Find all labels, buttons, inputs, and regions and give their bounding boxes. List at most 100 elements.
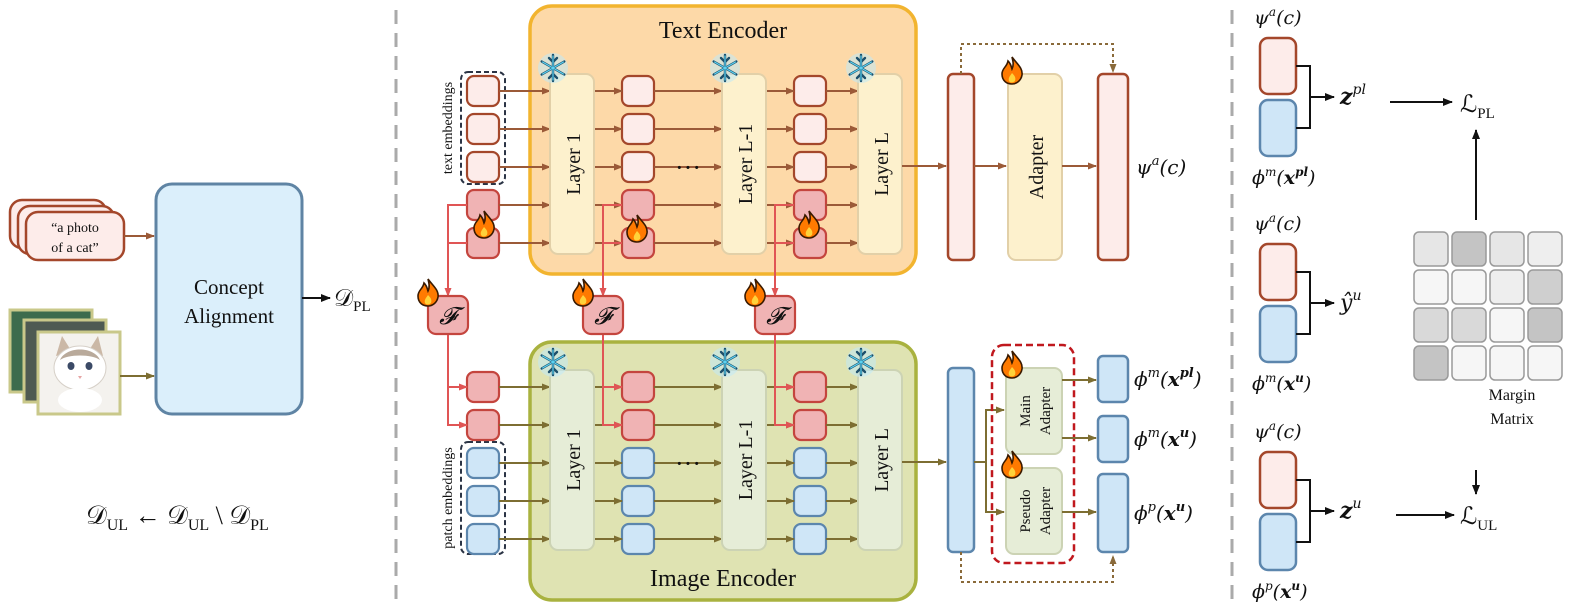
mid-pair-image-block: [1258, 304, 1298, 364]
image-token-c0-r4: [465, 522, 501, 556]
fusion-out-b-0: [447, 387, 468, 429]
text-adapter-trainable-icon: [1001, 56, 1023, 85]
text-layer-l-1-label: Layer L-1: [735, 124, 757, 205]
concept-line1: Concept: [194, 275, 264, 299]
image-feature-bar: [946, 366, 976, 554]
bottom-pair-image-block: [1258, 512, 1298, 572]
text-layer-l-1: Layer L-1: [721, 73, 767, 255]
image-layer-l-label: Layer L: [871, 428, 893, 492]
image-layer-l: Layer L: [857, 369, 903, 551]
norm-to-main-adapter-arrow: [974, 406, 1005, 463]
image-layer-1: Layer 1: [549, 369, 595, 551]
image-token-c1-r1: [620, 408, 656, 442]
concept-line2: Alignment: [184, 304, 274, 328]
fusion-module-1: [581, 294, 625, 336]
fusion-in-2: [771, 204, 794, 297]
main-adapter-trainable-icon: [1001, 350, 1023, 379]
text-token-c1-r0: [620, 74, 656, 108]
norm-to-pseudo-adapter-arrow: [985, 462, 1005, 516]
margin-cell-r2-c2: [1489, 307, 1525, 343]
top-pair-upper-label: ψa(c): [1254, 5, 1302, 29]
image-encoder-arrows: [499, 383, 859, 543]
text-token-c2-r0: [792, 74, 828, 108]
mid-pair-upper-label: ψa(c): [1254, 211, 1302, 235]
margin-cell-r3-c0: [1413, 345, 1449, 381]
top-pair-lower-label: ϕm(xpl): [1252, 165, 1315, 189]
phi-m-xpl-label: ϕm(xpl): [1134, 366, 1202, 391]
bottom-pair-upper-label: ψa(c): [1254, 419, 1302, 443]
mid-pair-lower-label: ϕm(xu): [1252, 371, 1311, 395]
text-token-c2-r1: [792, 112, 828, 146]
fusion-module-2: [753, 294, 797, 336]
image-token-c2-r0: [792, 370, 828, 404]
text-token-c0-r1: [465, 112, 501, 146]
margin-label-1: Margin: [1489, 387, 1536, 404]
bottom-pair-result: zu: [1339, 496, 1362, 524]
image-token-c0-r2: [465, 446, 501, 480]
fusion-module-0: [426, 294, 470, 336]
image-token-c0-r0: [465, 370, 501, 404]
text-layer-l-frozen-icon: [844, 51, 878, 85]
caption-line1: “a photo: [51, 221, 99, 236]
text-layer-l: Layer L: [857, 73, 903, 255]
d-pl-label: 𝒟PL: [334, 286, 371, 315]
margin-cell-r2-c1: [1451, 307, 1487, 343]
patch-embeddings-label: patch embeddings: [441, 447, 456, 548]
top-pair-result: zpl: [1339, 82, 1366, 110]
text-feature-bar: [946, 72, 976, 262]
text-layer-1-frozen-icon: [536, 51, 570, 85]
mid-pair-result: ŷu: [1339, 288, 1361, 316]
image-layer-l-frozen-icon: [844, 345, 878, 379]
text-token-c0-r2: [465, 150, 501, 184]
image-token-c1-r3: [620, 484, 656, 518]
top-pair-image-block: [1258, 98, 1298, 158]
image-stack: [8, 308, 122, 416]
psi-output-label: ψa(c): [1136, 154, 1186, 179]
image-layer-l-1: Layer L-1: [721, 369, 767, 551]
text-output-bar: [1096, 72, 1130, 262]
pseudo-adapter-label-2: Adapter: [1038, 487, 1054, 535]
main-adapter: Main Adapter: [1005, 367, 1063, 455]
similarity-pairs: ψa(c) ϕm(xpl) zpl ψa(c) ϕm(xu) ŷu ψa(c) ϕp(xu) z…: [1252, 5, 1366, 603]
text-layer-1: Layer 1: [549, 73, 595, 255]
image-token-c0-r1: [465, 408, 501, 442]
text-prompt-stack: “a photo of a cat”: [8, 198, 126, 262]
main-adapter-label-1: Main: [1018, 395, 1034, 427]
bottom-pair-bracket: [1296, 479, 1311, 543]
margin-cell-r3-c3: [1527, 345, 1563, 381]
image-token-c2-r2: [792, 446, 828, 480]
concept-alignment-block: Concept Alignment: [154, 182, 304, 416]
image-token-c1-r2: [620, 446, 656, 480]
fusion-out-0: [447, 334, 468, 391]
image-layer-l-1-frozen-icon: [708, 345, 742, 379]
text-layer-1-label: Layer 1: [563, 133, 585, 195]
bottom-pair-lower-label: ϕp(xu): [1252, 579, 1308, 603]
phi-p-xu-label: ϕp(xu): [1134, 500, 1193, 525]
main-adapter-label-2: Adapter: [1038, 387, 1054, 435]
margin-cell-r3-c1: [1451, 345, 1487, 381]
image-token-columns: [465, 370, 828, 556]
margin-matrix: [1413, 231, 1563, 381]
fusion-out-b-2: [774, 387, 795, 429]
update-rule: 𝒟UL ← 𝒟UL \ 𝒟PL: [86, 501, 269, 534]
cat-image: [53, 336, 107, 412]
loss-pl: ℒPL: [1460, 92, 1495, 122]
margin-cell-r3-c2: [1489, 345, 1525, 381]
margin-cell-r0-c3: [1527, 231, 1563, 267]
margin-cell-r1-c1: [1451, 269, 1487, 305]
trainable-adapters-group: [990, 343, 1076, 565]
margin-cell-r1-c3: [1527, 269, 1563, 305]
margin-cell-r2-c3: [1527, 307, 1563, 343]
text-layer-l-1-frozen-icon: [708, 51, 742, 85]
fusion-out-b-1: [602, 387, 623, 429]
text-ellipsis: ···: [675, 153, 701, 182]
caption-line2: of a cat”: [51, 241, 98, 256]
mid-pair-bracket: [1296, 271, 1311, 335]
top-pair-bracket: [1296, 65, 1311, 129]
image-encoder-title: Image Encoder: [650, 566, 796, 592]
phi-m-xu-bar: [1096, 414, 1130, 464]
image-layer-1-frozen-icon: [536, 345, 570, 379]
margin-cell-r0-c1: [1451, 231, 1487, 267]
image-token-c1-r0: [620, 370, 656, 404]
